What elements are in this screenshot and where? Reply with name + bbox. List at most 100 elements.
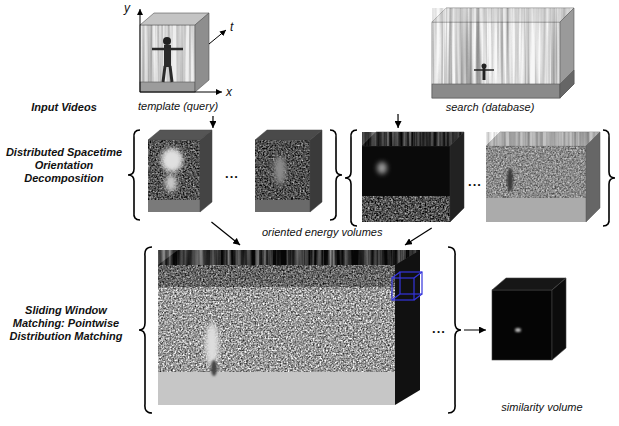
volume-side (200, 130, 212, 212)
label-slot: x (226, 85, 232, 99)
volume-caption: template (query) (138, 100, 218, 113)
flow-arrow (405, 228, 432, 245)
energy-blob (377, 162, 387, 174)
volume-texture (486, 132, 600, 146)
ellipsis-mark: ... (468, 174, 482, 189)
search-energy-volumes (345, 130, 615, 226)
label-slot: Sliding Window Matching: Pointwise Distr… (4, 304, 128, 343)
person-leg (170, 66, 172, 82)
curly-brace (330, 130, 342, 220)
axis-label: t (230, 20, 233, 34)
volume-texture (432, 22, 560, 98)
person-arms (474, 69, 494, 71)
label-slot: y (124, 1, 130, 15)
person-arms (152, 48, 183, 51)
volume-texture (158, 250, 420, 265)
window-back (400, 272, 422, 294)
volume-top (362, 132, 464, 146)
floor-band (148, 200, 200, 212)
volume-side (310, 130, 322, 212)
volume-front (432, 22, 560, 98)
t-axis (209, 30, 226, 44)
floor-band (140, 82, 195, 92)
window-edges (392, 272, 422, 300)
window-cube (392, 272, 422, 300)
label-slot: t (230, 20, 233, 34)
row-label: Input Videos (4, 101, 124, 114)
matching-volume (139, 247, 461, 413)
volume-front (158, 265, 395, 405)
similarity-cube (492, 278, 566, 360)
row-label: Distributed Spacetime Orientation Decomp… (4, 146, 124, 185)
volume-front (486, 146, 586, 222)
label-slot: Distributed Spacetime Orientation Decomp… (4, 146, 124, 185)
ellipsis-mark: ... (225, 166, 239, 181)
volume-texture (158, 265, 395, 405)
volume-texture (486, 146, 586, 222)
person-head (482, 64, 487, 69)
search-volume (432, 8, 574, 98)
volume-texture (432, 8, 574, 22)
volume-front (140, 25, 195, 92)
volume-front (362, 146, 450, 222)
floor-band (255, 200, 310, 212)
volume-side (552, 278, 566, 360)
volume-texture (362, 196, 450, 222)
volume-front (255, 140, 310, 212)
floor-band (158, 372, 395, 405)
flow-arrow (464, 329, 486, 330)
matching-group-node: ... (138, 245, 464, 415)
row-label: Sliding Window Matching: Pointwise Distr… (4, 304, 128, 343)
ellipsis-mark: ... (432, 321, 446, 336)
energy-group-node: ... (128, 128, 342, 222)
volume-texture (140, 25, 195, 92)
volume-side (586, 132, 600, 222)
search-volume-node: search (database) (390, 2, 590, 114)
flow-arrow (211, 222, 240, 245)
curly-brace (448, 247, 461, 413)
volume-texture (362, 132, 464, 146)
volume-top (432, 8, 574, 22)
axis-label: y (124, 1, 130, 15)
flow-arrow (397, 114, 398, 128)
x-axis (140, 92, 222, 93)
window-front (392, 278, 414, 300)
volume-texture (255, 140, 310, 212)
person-leg (163, 66, 165, 82)
volume-top (486, 132, 600, 146)
axes (140, 9, 226, 92)
flow-arrow (212, 116, 213, 128)
floor-band (432, 84, 560, 98)
energy-blob (165, 174, 177, 192)
energy-blob (507, 168, 513, 192)
curly-brace (345, 130, 357, 226)
curly-brace (139, 247, 152, 413)
floor-band (486, 198, 586, 222)
volume-caption: search (database) (446, 101, 535, 114)
energy-blob (161, 148, 183, 172)
match-spot (515, 328, 521, 332)
energy-group-node: ... (345, 128, 616, 228)
curly-brace (603, 130, 615, 226)
volume-caption: similarity volume (501, 401, 582, 414)
volume-front (492, 290, 552, 360)
label-slot: oriented energy volumes (262, 226, 382, 239)
template-volume-node: template (query) (128, 20, 228, 116)
template-volume (140, 13, 209, 92)
label-slot: Input Videos (4, 101, 124, 114)
volume-side (195, 13, 209, 92)
similarity-volume-node: similarity volume (486, 268, 598, 416)
volume-front (148, 140, 200, 212)
volume-side (560, 8, 574, 98)
person-head (163, 37, 171, 45)
volume-side (450, 132, 464, 222)
energy-blob (211, 360, 217, 376)
energy-blob (205, 323, 219, 367)
y-axis (140, 9, 141, 92)
volume-top (158, 250, 420, 265)
floor-band (560, 70, 574, 98)
volume-texture (148, 140, 200, 212)
curly-brace (128, 130, 140, 220)
